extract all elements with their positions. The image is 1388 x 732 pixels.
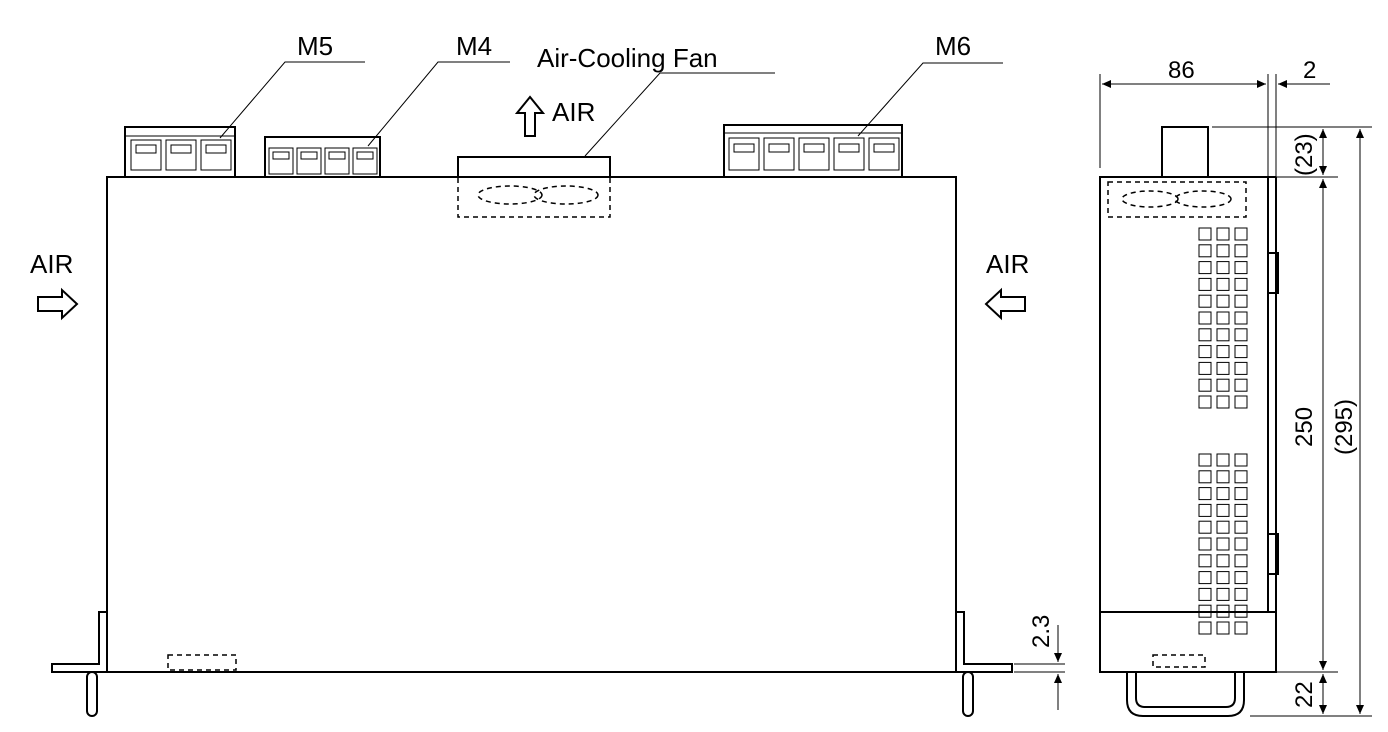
vent-slot	[1234, 227, 1248, 241]
vent-slot	[1198, 587, 1212, 601]
vent-slot	[1234, 621, 1248, 635]
vent-slot	[1234, 571, 1248, 585]
vent-slot	[1234, 361, 1248, 375]
handle-height-dimension: 22	[1291, 681, 1318, 708]
air-left-arrow-icon	[984, 287, 1026, 321]
vent-slot	[1234, 244, 1248, 258]
vent-slot	[1216, 294, 1230, 308]
vent-slot	[1198, 345, 1212, 359]
m5-terminal-block	[124, 126, 236, 178]
gap-dimension: 2	[1303, 57, 1316, 84]
vent-slot	[1198, 470, 1212, 484]
vent-slot	[1198, 537, 1212, 551]
vent-slot	[1234, 587, 1248, 601]
vent-slot	[1234, 261, 1248, 275]
vent-slot	[1216, 395, 1230, 409]
air-cooling-fan	[457, 156, 611, 218]
right-pin	[962, 671, 974, 717]
front-view: M5 M4 Air-Cooling Fan M6 AIR AIR AIR 2.3	[30, 31, 1065, 717]
vent-slot	[1198, 244, 1212, 258]
vent-slot	[1216, 487, 1230, 501]
side-body	[1099, 176, 1269, 613]
vent-slot	[1198, 227, 1212, 241]
vent-slot	[1234, 277, 1248, 291]
vent-slot	[1216, 587, 1230, 601]
vent-slot	[1216, 604, 1230, 618]
vent-slot	[1234, 537, 1248, 551]
air-up-arrow-icon	[514, 95, 546, 137]
vent-slot	[1216, 503, 1230, 517]
vent-slot	[1216, 227, 1230, 241]
vent-slot	[1234, 453, 1248, 467]
vent-slot	[1198, 277, 1212, 291]
vent-slot	[1234, 311, 1248, 325]
fan-label: Air-Cooling Fan	[537, 43, 718, 73]
vent-slot	[1198, 294, 1212, 308]
left-pin	[86, 671, 98, 717]
vent-slot	[1216, 345, 1230, 359]
air-right-arrow-icon	[37, 287, 79, 321]
fan-height-dimension: (23)	[1291, 133, 1318, 176]
vent-slot	[1198, 328, 1212, 342]
chassis-body	[106, 176, 957, 673]
right-mounting-flange	[956, 611, 1013, 673]
vent-slot	[1234, 470, 1248, 484]
vent-slot	[1216, 328, 1230, 342]
total-height-dimension: (295)	[1331, 399, 1358, 455]
handle	[1126, 672, 1245, 717]
vent-slot	[1198, 261, 1212, 275]
vent-slot	[1216, 621, 1230, 635]
vent-slot	[1216, 277, 1230, 291]
m4-label: M4	[456, 31, 492, 61]
width-dimension: 86	[1168, 57, 1195, 84]
vent-slot	[1216, 520, 1230, 534]
vent-slot	[1216, 537, 1230, 551]
vent-slot	[1198, 621, 1212, 635]
left-mounting-flange	[51, 611, 107, 673]
flange-dimension: 2.3	[1028, 615, 1055, 648]
air-left-label: AIR	[30, 249, 73, 279]
vent-slot	[1198, 571, 1212, 585]
air-right-label: AIR	[986, 249, 1029, 279]
vent-slot	[1234, 487, 1248, 501]
vent-slot	[1216, 361, 1230, 375]
vent-slot	[1216, 244, 1230, 258]
vent-slot	[1198, 378, 1212, 392]
m6-label: M6	[935, 31, 971, 61]
vent-slot	[1216, 378, 1230, 392]
vent-slot	[1198, 487, 1212, 501]
vent-slot	[1216, 453, 1230, 467]
vent-slot	[1234, 395, 1248, 409]
vent-slot	[1234, 604, 1248, 618]
m6-terminal-block	[723, 124, 903, 178]
vent-slot	[1198, 311, 1212, 325]
body-height-dimension: 250	[1291, 407, 1318, 447]
vent-grid	[1198, 227, 1248, 635]
vent-slot	[1216, 571, 1230, 585]
vent-slot	[1234, 503, 1248, 517]
vent-slot	[1234, 345, 1248, 359]
vent-slot	[1198, 453, 1212, 467]
vent-slot	[1234, 520, 1248, 534]
m5-label: M5	[297, 31, 333, 61]
vent-slot	[1234, 294, 1248, 308]
vent-slot	[1198, 395, 1212, 409]
vent-slot	[1234, 378, 1248, 392]
vent-slot	[1216, 470, 1230, 484]
vent-slot	[1216, 261, 1230, 275]
vent-slot	[1198, 520, 1212, 534]
air-top-label: AIR	[552, 97, 595, 127]
vent-slot	[1198, 554, 1212, 568]
vent-slot	[1198, 361, 1212, 375]
vent-slot	[1216, 554, 1230, 568]
vent-slot	[1216, 311, 1230, 325]
side-view: 86 2 (23) 250 22 (295)	[1099, 57, 1372, 717]
vent-slot	[1234, 554, 1248, 568]
m4-terminal-block	[264, 136, 381, 178]
vent-slot	[1198, 503, 1212, 517]
vent-slot	[1234, 328, 1248, 342]
vent-slot	[1198, 604, 1212, 618]
